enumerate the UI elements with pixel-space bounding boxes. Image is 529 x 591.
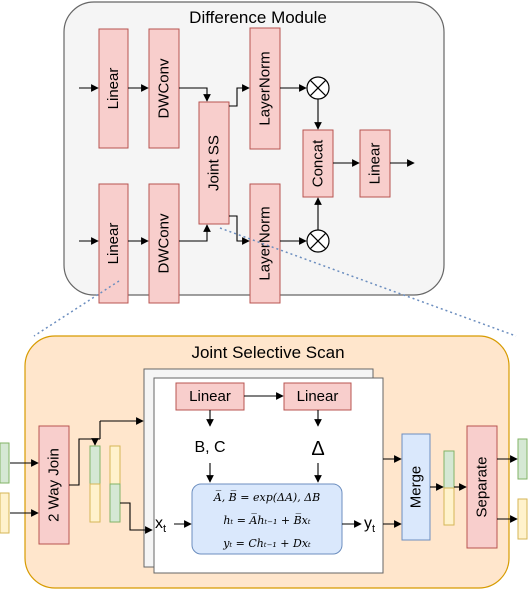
ssm-equation-1: A̅, B̅ = exp(ΔA), ΔB (213, 490, 320, 504)
dwconv-bottom-block: DWConv (148, 183, 180, 304)
ssm-equation-3: yₜ = Chₜ₋₁ + Dxₜ (222, 537, 311, 550)
output-token-yellow (517, 498, 528, 540)
delta-label: Δ (311, 438, 324, 460)
svg-text:Separate: Separate (474, 457, 491, 518)
svg-text:Linear: Linear (297, 388, 339, 405)
merged-sequence (443, 450, 455, 526)
svg-text:Linear: Linear (105, 68, 122, 110)
svg-text:Linear: Linear (189, 388, 231, 405)
svg-text:DWConv: DWConv (156, 58, 173, 119)
zoom-dotted-lines (33, 227, 517, 337)
dwconv-top-block: DWConv (148, 28, 180, 149)
joint-selective-scan-arrows (10, 392, 518, 534)
linear-bottom-block: Linear (98, 183, 129, 304)
difference-module-title: Difference Module (189, 8, 327, 27)
svg-text:LayerNorm: LayerNorm (257, 51, 274, 125)
separate-block: Separate (466, 425, 498, 549)
output-token-green (517, 438, 528, 480)
merge-block: Merge (401, 433, 431, 541)
svg-text:Joint SS: Joint SS (206, 135, 223, 191)
linear-right-block: Linear (283, 382, 352, 411)
ssm-equation-2: hₜ = A̅hₜ₋₁ + B̅xₜ (223, 513, 310, 527)
difference-module-arrows (79, 84, 415, 245)
bc-label: B, C (194, 439, 225, 456)
joined-sequence-b (109, 445, 121, 523)
ssm-equation-box (191, 483, 343, 555)
svg-text:Merge: Merge (408, 466, 425, 509)
joint-selective-scan-title: Joint Selective Scan (191, 343, 344, 362)
layernorm-bottom-block: LayerNorm (249, 183, 281, 304)
linear-top-block: Linear (98, 28, 129, 149)
input-token-green (0, 442, 10, 484)
svg-text:Linear: Linear (105, 223, 122, 265)
svg-text:Concat: Concat (310, 139, 327, 187)
joined-sequence-a (89, 445, 101, 523)
two-way-join-block: 2 Way Join (38, 425, 70, 545)
input-token-yellow (0, 492, 10, 534)
x-t-label: xt (155, 515, 166, 535)
svg-text:DWConv: DWConv (156, 213, 173, 274)
linear-out-block: Linear (359, 129, 391, 198)
multiply-top-icon (306, 76, 330, 100)
multiply-bottom-icon (306, 229, 330, 253)
concat-block: Concat (302, 129, 334, 198)
svg-text:2 Way Join: 2 Way Join (46, 448, 63, 522)
linear-left-block: Linear (175, 382, 245, 411)
svg-text:Linear: Linear (367, 143, 384, 185)
joint-ss-block: Joint SS (198, 101, 230, 225)
layernorm-top-block: LayerNorm (249, 27, 281, 150)
y-t-label: yt (364, 515, 375, 535)
svg-text:LayerNorm: LayerNorm (257, 206, 274, 280)
